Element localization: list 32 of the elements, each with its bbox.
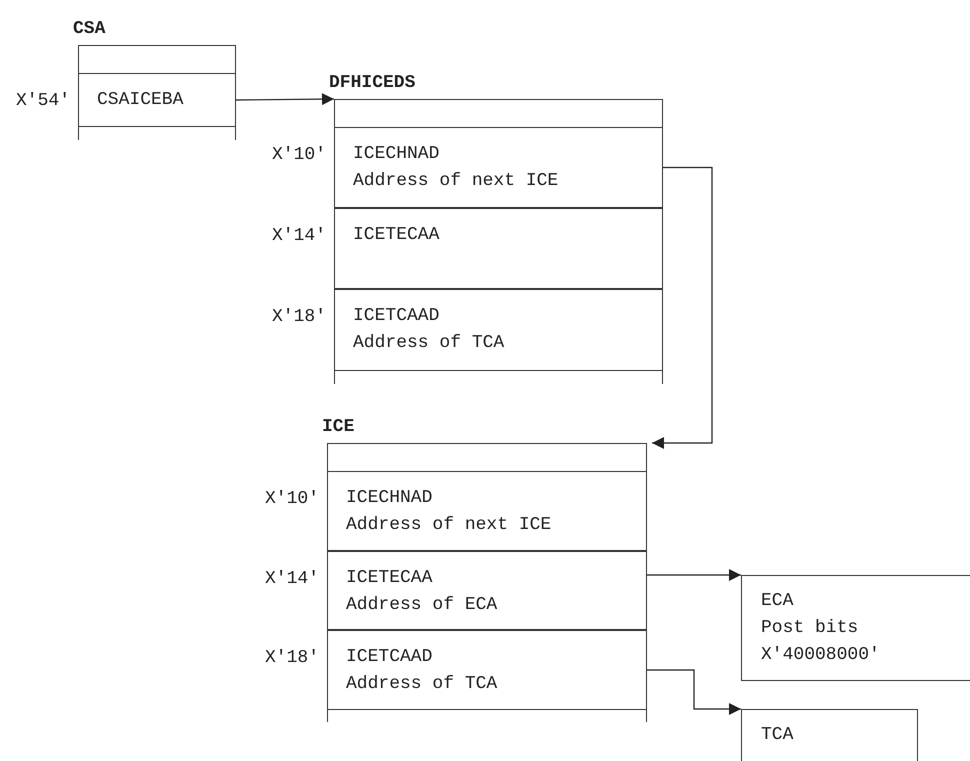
- arrow: [652, 166, 713, 449]
- field-name: ICECHNAD: [346, 487, 434, 510]
- field-description: Address of TCA: [353, 332, 506, 355]
- arrow: [647, 669, 741, 715]
- storage-area: [741, 709, 918, 761]
- block-title: DFHICEDS: [329, 72, 416, 94]
- field-name: ICECHNAD: [353, 143, 440, 166]
- arrow: [647, 569, 741, 581]
- area-text: ECA: [761, 590, 794, 613]
- offset-label: X'10': [272, 144, 326, 167]
- field-name: ICETCAAD: [353, 305, 440, 328]
- field-name: ICETCAAD: [346, 646, 434, 669]
- offset-label: X'14': [272, 225, 326, 248]
- field-description: Address of next ICE: [346, 514, 552, 537]
- arrow: [236, 93, 334, 106]
- field-name: ICETECAA: [353, 224, 440, 247]
- area-text: X'40008000': [761, 644, 881, 667]
- storage-area: [741, 575, 970, 681]
- field-name: CSAICEBA: [97, 89, 184, 112]
- offset-label: X'54': [16, 90, 70, 113]
- field-description: Address of next ICE: [353, 170, 560, 193]
- block-title: ICE: [322, 416, 354, 438]
- offset-label: X'18': [264, 647, 319, 670]
- area-text: TCA: [761, 724, 794, 747]
- offset-label: X'18': [272, 306, 326, 329]
- area-text: Post bits: [761, 617, 860, 640]
- block-title: CSA: [73, 18, 106, 40]
- offset-label: X'10': [264, 488, 319, 511]
- field-description: Address of TCA: [346, 673, 498, 696]
- field-name: ICETECAA: [346, 567, 434, 590]
- offset-label: X'14': [264, 568, 319, 591]
- field-description: Address of ECA: [346, 594, 498, 617]
